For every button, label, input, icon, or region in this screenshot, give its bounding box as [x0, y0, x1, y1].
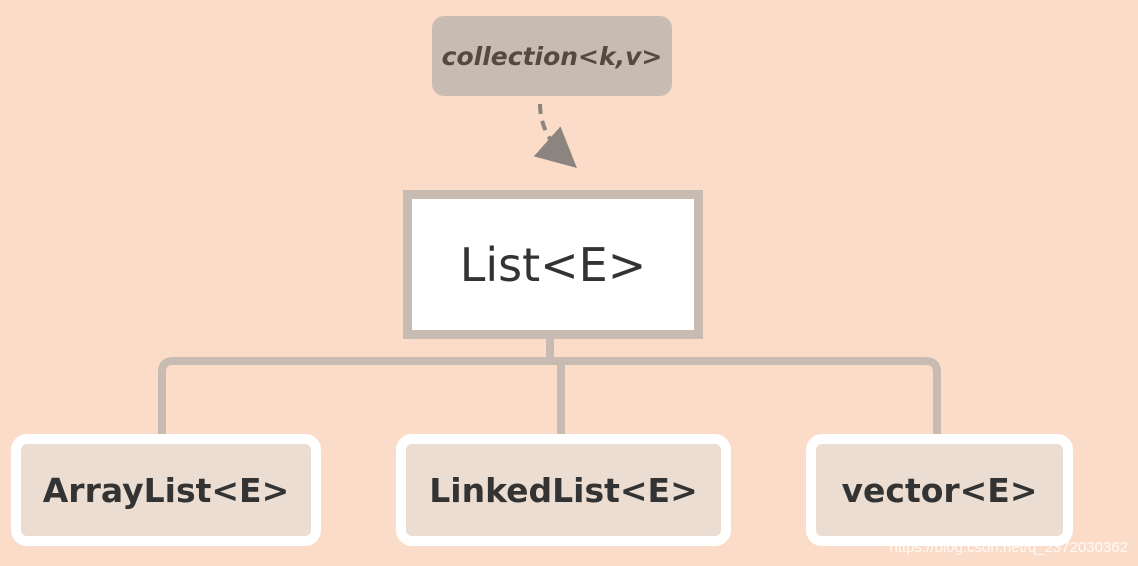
- inheritance-arrow: [533, 103, 577, 168]
- collection-interface-label: collection<k,v>: [441, 41, 663, 71]
- watermark: https://blog.csdn.net/q_2372030362: [889, 539, 1128, 556]
- list-root-node: List<E>: [403, 190, 703, 339]
- arraylist-node: ArrayList<E>: [11, 434, 321, 546]
- vector-node: vector<E>: [806, 434, 1073, 546]
- collection-interface-node: collection<k,v>: [432, 16, 672, 96]
- linkedlist-node: LinkedList<E>: [396, 434, 731, 546]
- arraylist-label: ArrayList<E>: [42, 470, 290, 510]
- vector-label: vector<E>: [841, 470, 1038, 510]
- horizontal-branch-connector: [158, 357, 941, 434]
- list-root-label: List<E>: [459, 237, 647, 292]
- linkedlist-label: LinkedList<E>: [429, 470, 698, 510]
